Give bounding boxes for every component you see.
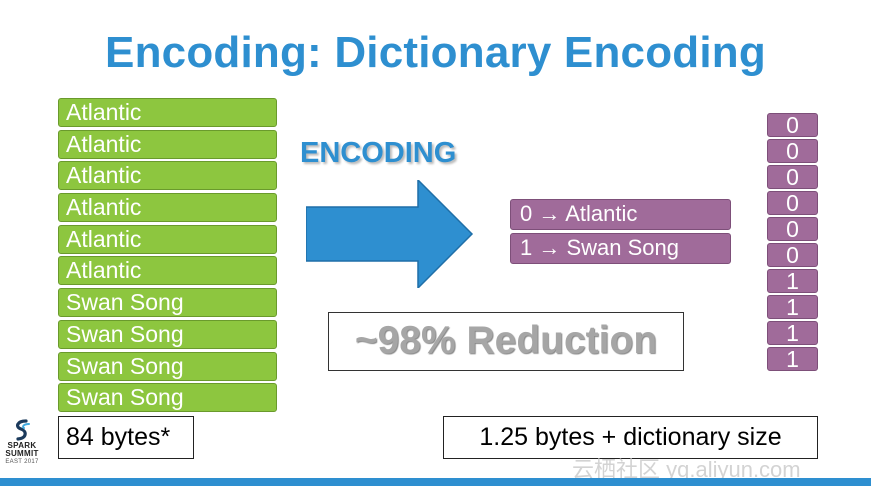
encoded-value-item: 0 bbox=[767, 113, 818, 137]
source-value-item: Swan Song bbox=[58, 383, 277, 413]
source-value-item: Atlantic bbox=[58, 98, 277, 127]
dictionary-entry: 1 → Swan Song bbox=[510, 233, 731, 264]
encoded-value-item: 0 bbox=[767, 217, 818, 241]
logo-text-event: EAST 2017 bbox=[5, 459, 39, 465]
encoded-value-item: 0 bbox=[767, 139, 818, 163]
spark-summit-logo: SPARK SUMMIT EAST 2017 bbox=[4, 418, 40, 466]
bytes-after-label: 1.25 bytes + dictionary size bbox=[443, 416, 818, 459]
source-value-item: Atlantic bbox=[58, 161, 277, 191]
dictionary-entry: 0 → Atlantic bbox=[510, 199, 731, 230]
source-value-item: Atlantic bbox=[58, 193, 277, 223]
source-value-item: Atlantic bbox=[58, 129, 277, 159]
bottom-bar bbox=[0, 478, 871, 486]
bytes-before-label: 84 bytes* bbox=[58, 416, 194, 459]
encoded-value-item: 1 bbox=[767, 269, 818, 293]
arrow-right-icon bbox=[306, 180, 474, 288]
encoded-value-item: 0 bbox=[767, 243, 818, 267]
spark-logo-icon bbox=[16, 419, 30, 441]
encoded-value-item: 1 bbox=[767, 295, 818, 319]
encoding-label: ENCODING bbox=[300, 137, 457, 169]
slide-title: Encoding: Dictionary Encoding bbox=[105, 28, 766, 77]
source-value-item: Swan Song bbox=[58, 351, 277, 381]
encoded-value-item: 1 bbox=[767, 347, 818, 371]
logo-text-summit: SUMMIT bbox=[5, 449, 39, 458]
logo-text-spark: SPARK bbox=[7, 441, 37, 450]
source-value-item: Swan Song bbox=[58, 319, 277, 349]
watermark: 云栖社区 yq.aliyun.com bbox=[572, 457, 801, 482]
encoded-value-item: 0 bbox=[767, 165, 818, 189]
encoded-value-item: 1 bbox=[767, 321, 818, 345]
reduction-label: ~98% Reduction bbox=[328, 312, 684, 371]
source-value-item: Atlantic bbox=[58, 224, 277, 254]
source-value-item: Swan Song bbox=[58, 288, 277, 318]
source-value-item: Atlantic bbox=[58, 256, 277, 286]
encoded-value-item: 0 bbox=[767, 191, 818, 215]
